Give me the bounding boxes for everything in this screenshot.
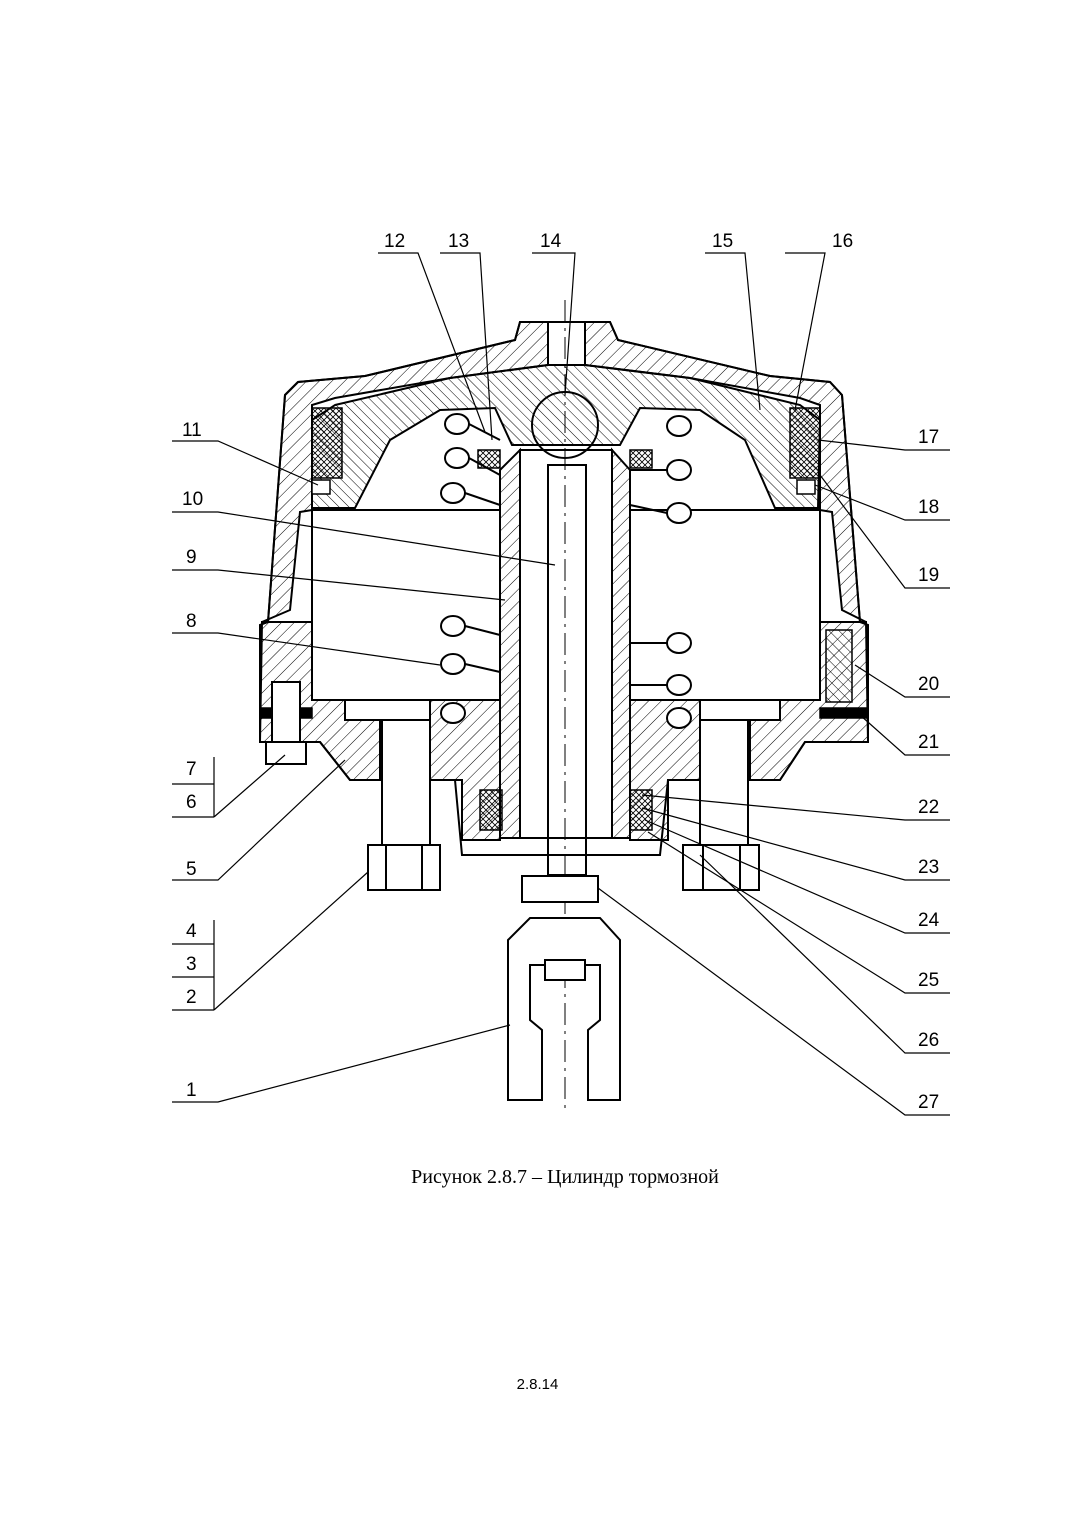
callout-label-18: 18	[918, 497, 939, 518]
callout-label-10: 10	[182, 489, 203, 510]
callout-label-26: 26	[918, 1030, 939, 1051]
leader-lines	[172, 252, 950, 1116]
page-number: 2.8.14	[516, 1376, 559, 1393]
callout-label-9: 9	[186, 547, 197, 568]
callout-label-1: 1	[186, 1080, 197, 1101]
springs	[440, 413, 692, 729]
callout-label-27: 27	[918, 1092, 939, 1113]
callout-label-5: 5	[186, 859, 197, 880]
callout-label-16: 16	[832, 231, 853, 252]
callout-label-24: 24	[918, 910, 940, 931]
callout-label-11: 11	[182, 420, 202, 441]
callout-label-8: 8	[186, 611, 197, 632]
callout-label-19: 19	[918, 565, 939, 586]
callout-label-13: 13	[448, 231, 469, 252]
seals	[259, 407, 869, 831]
callout-label-22: 22	[918, 797, 939, 818]
callout-label-2: 2	[186, 987, 197, 1008]
callout-label-3: 3	[186, 954, 197, 975]
mounting-bolts	[265, 681, 760, 891]
callout-label-15: 15	[712, 231, 733, 252]
fork-clevis	[507, 875, 621, 1101]
callout-label-6: 6	[186, 792, 197, 813]
callout-label-12: 12	[384, 231, 405, 252]
callout-label-17: 17	[918, 427, 939, 448]
callout-label-4: 4	[186, 921, 197, 942]
callout-label-21: 21	[918, 732, 939, 753]
callout-label-20: 20	[918, 674, 939, 695]
callout-labels: 12 13 14 15 16 11 10 9 8 7 6 5 4 3 2 1 1…	[182, 231, 940, 1113]
callout-label-14: 14	[540, 231, 562, 252]
figure-caption: Рисунок 2.8.7 – Цилиндр тормозной	[411, 1166, 719, 1188]
callout-label-25: 25	[918, 970, 939, 991]
callout-label-7: 7	[186, 759, 197, 780]
housing-cover	[258, 321, 870, 856]
callout-label-23: 23	[918, 857, 939, 878]
